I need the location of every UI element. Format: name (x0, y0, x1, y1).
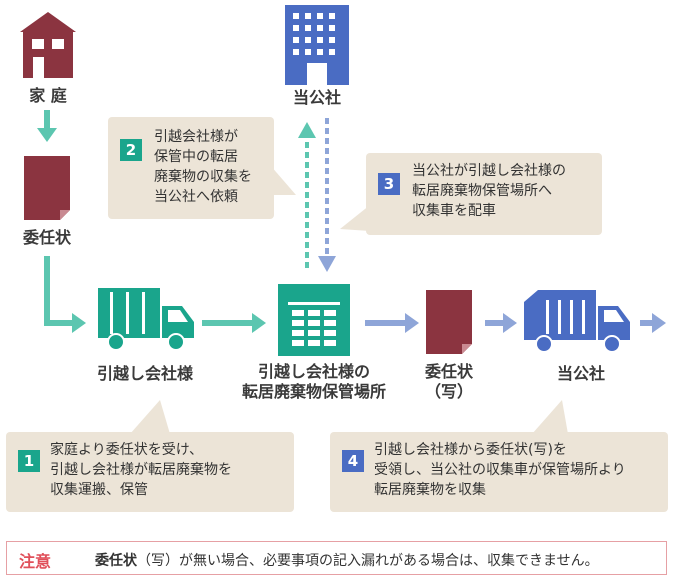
warning-label: 注意 (19, 552, 52, 571)
label-copy-line2: （写） (424, 382, 473, 401)
warning-note: 注意 委任状（写）が無い場合、必要事項の記入漏れがある場合は、収集できません。 (6, 541, 667, 575)
warehouse-icon (278, 284, 350, 356)
step-number-2: 2 (120, 139, 142, 161)
document-copy-icon (426, 290, 472, 354)
label-proxy-letter: 委任状 (22, 228, 71, 247)
callout-2-line: 廃棄物の収集を (154, 169, 252, 185)
callout-4: 4 引越し会社様から委任状(写)を 受領し、当公社の収集車が保管場所より 転居廃… (330, 432, 668, 512)
callout-1: 1 家庭より委任状を受け、 引越し会社様が転居廃棄物を 収集運搬、保管 (6, 432, 294, 512)
label-company-top: 当公社 (292, 88, 341, 107)
callout-1-pointer (130, 400, 170, 434)
office-building-icon (285, 5, 349, 85)
step-number-3: 3 (378, 173, 400, 195)
label-company-right: 当公社 (556, 364, 605, 383)
callout-3-pointer (340, 205, 370, 231)
document-icon (24, 156, 70, 220)
warning-body-text: （写）が無い場合、必要事項の記入漏れがある場合は、収集できません。 (137, 553, 599, 569)
callout-1-line: 収集運搬、保管 (50, 482, 148, 498)
callout-2-line: 当公社へ依頼 (154, 189, 238, 205)
label-storage-line1: 引越し会社様の (257, 362, 370, 381)
callout-2: 2 引越会社様が 保管中の転居 廃棄物の収集を 当公社へ依頼 (108, 117, 274, 219)
warning-text: 委任状（写）が無い場合、必要事項の記入漏れがある場合は、収集できません。 (95, 550, 599, 570)
callout-3-line: 収集車を配車 (412, 203, 496, 219)
label-home: 家 庭 (29, 86, 67, 105)
callout-1-line: 引越し会社様が転居廃棄物を (50, 462, 232, 478)
callout-4-line: 受領し、当公社の収集車が保管場所より (374, 462, 626, 478)
callout-3-line: 転居廃棄物保管場所へ (412, 183, 552, 199)
callout-4-line: 引越し会社様から委任状(写)を (374, 442, 567, 458)
step-number-4: 4 (342, 450, 364, 472)
callout-1-line: 家庭より委任状を受け、 (50, 442, 204, 458)
callout-2-pointer (270, 165, 296, 195)
callout-3-line: 当公社が引越し会社様の (412, 163, 566, 179)
warning-emphasis: 委任状 (95, 553, 137, 569)
callout-4-pointer (532, 400, 568, 434)
callout-4-line: 転居廃棄物を収集 (374, 482, 486, 498)
label-storage-line2: 転居廃棄物保管場所 (241, 382, 386, 401)
house-icon (20, 12, 76, 78)
label-copy-line1: 委任状 (424, 362, 473, 381)
step-number-1: 1 (18, 450, 40, 472)
label-mover: 引越し会社様 (96, 364, 193, 383)
callout-2-line: 保管中の転居 (154, 149, 238, 165)
garbage-truck-icon (524, 290, 630, 353)
callout-3: 3 当公社が引越し会社様の 転居廃棄物保管場所へ 収集車を配車 (366, 153, 602, 235)
truck-icon (98, 288, 194, 351)
callout-2-line: 引越会社様が (154, 129, 238, 145)
